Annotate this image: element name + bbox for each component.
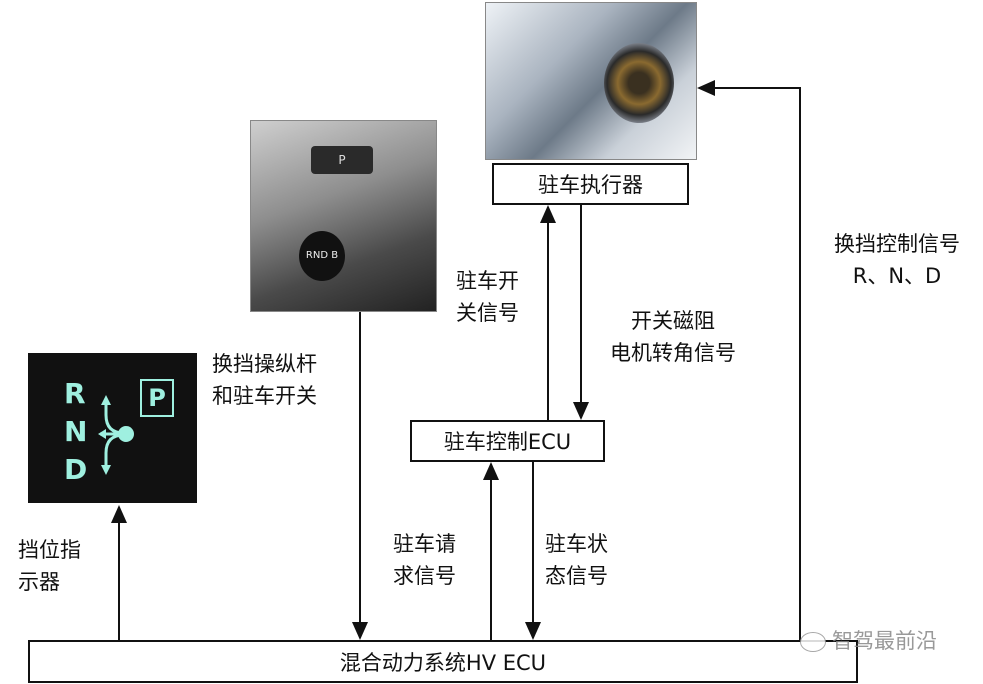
- indicator-label: 挡位指 示器: [18, 534, 81, 598]
- shift-signal-label: 换挡控制信号 R、N、D: [812, 228, 982, 292]
- clutch-disc: [604, 43, 674, 123]
- label-line: R、N、D: [852, 264, 942, 288]
- watermark-text: 智驾最前沿: [832, 629, 937, 653]
- hv-ecu-box: 混合动力系统HV ECU: [28, 640, 858, 683]
- chat-bubble-icon: [800, 632, 826, 652]
- park-indicator: P: [140, 379, 174, 417]
- label-line: 和驻车开关: [212, 384, 317, 408]
- park-button: P: [311, 146, 373, 174]
- parking-actuator-box: 驻车执行器: [492, 163, 689, 205]
- shift-signal-arrow: [697, 80, 801, 640]
- label-line: 驻车开: [456, 269, 519, 293]
- label-line: 驻车请: [393, 532, 456, 556]
- park-status-label: 驻车状 态信号: [545, 528, 608, 592]
- shift-path-icon: [98, 395, 134, 475]
- label-line: 态信号: [545, 564, 608, 588]
- label-line: 驻车状: [545, 532, 608, 556]
- label-line: 换挡操纵杆: [212, 352, 317, 376]
- parking-ecu-box: 驻车控制ECU: [410, 420, 605, 462]
- label-line: 关信号: [456, 301, 519, 325]
- label-line: 电机转角信号: [610, 341, 736, 365]
- gear-r: R: [64, 377, 86, 410]
- lever-switch-label: 换挡操纵杆 和驻车开关: [212, 348, 317, 412]
- label-line: 挡位指: [18, 538, 81, 562]
- shift-knob: RND B: [299, 231, 345, 281]
- watermark: 智驾最前沿: [800, 625, 937, 655]
- park-switch-signal-label: 驻车开 关信号: [456, 265, 519, 329]
- gear-d: D: [64, 453, 88, 486]
- gear-n: N: [64, 415, 88, 448]
- transmission-photo: [485, 2, 697, 160]
- label-line: 求信号: [393, 564, 456, 588]
- gear-indicator-display: R N D P: [28, 353, 197, 503]
- label-line: 换挡控制信号: [834, 232, 960, 256]
- label-line: 示器: [18, 570, 60, 594]
- label-line: 开关磁阻: [631, 309, 715, 333]
- motor-angle-signal-label: 开关磁阻 电机转角信号: [588, 305, 758, 369]
- shift-lever-photo: P RND B: [250, 120, 437, 312]
- park-request-label: 驻车请 求信号: [393, 528, 456, 592]
